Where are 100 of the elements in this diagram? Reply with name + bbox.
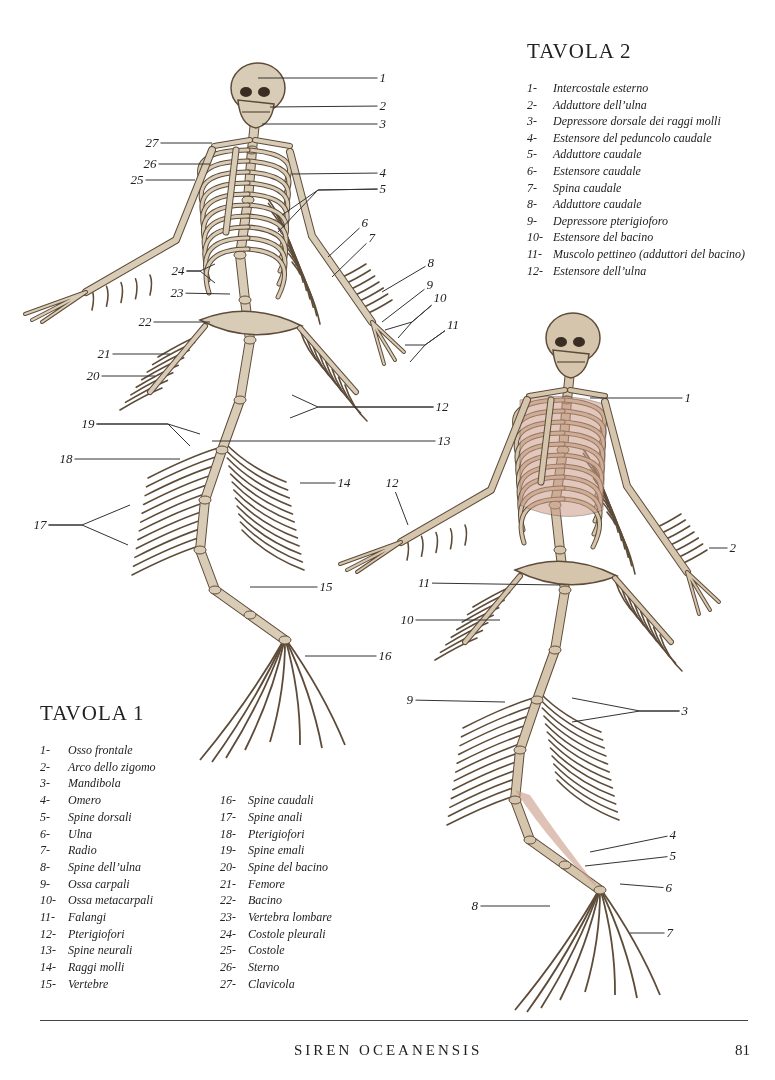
- callout-number: 13: [437, 433, 451, 449]
- list-number: 6-: [40, 826, 50, 842]
- leader-line: [153, 321, 211, 323]
- part-name: Omero: [68, 793, 101, 809]
- callout-number: 7: [666, 925, 673, 941]
- callout-number: 6: [665, 880, 672, 896]
- part-name: Estensore dell’ulna: [553, 263, 647, 279]
- leader-line: [431, 582, 561, 586]
- callout-number: 1: [684, 390, 691, 406]
- callout-number: 27: [145, 135, 159, 151]
- leader-line: [299, 482, 336, 484]
- part-name: Raggi molli: [68, 960, 125, 976]
- list-number: 5-: [40, 809, 50, 825]
- list-number: 19-: [220, 843, 236, 859]
- callout-number: 8: [427, 255, 434, 271]
- part-name: Clavicola: [248, 976, 295, 992]
- leader-line: [415, 699, 506, 703]
- list-number: 15-: [40, 976, 56, 992]
- callout-number: 23: [170, 285, 184, 301]
- leader-line: [331, 242, 367, 278]
- part-name: Depressore pterigioforo: [553, 213, 668, 229]
- plate-heading: TAVOLA 2: [527, 44, 632, 59]
- part-name: Femore: [248, 876, 285, 892]
- list-number: 8-: [40, 859, 50, 875]
- callout-number: 2: [729, 540, 736, 556]
- part-name: Spine del bacino: [248, 859, 328, 875]
- callout-number: 17: [33, 517, 47, 533]
- list-number: 3-: [40, 776, 50, 792]
- list-number: 1-: [527, 81, 537, 96]
- leader-line: [381, 265, 426, 293]
- callout-number: 9: [406, 692, 413, 708]
- callout-number: 15: [319, 579, 333, 595]
- leader-line: [291, 172, 378, 175]
- part-name: Costole: [248, 943, 285, 959]
- callout-number: 12: [435, 399, 449, 415]
- callout-number: 22: [138, 314, 152, 330]
- leader-line: [629, 932, 665, 934]
- part-name: Muscolo pettineo (adduttori del bacino): [553, 247, 745, 262]
- callout-number: 3: [379, 116, 386, 132]
- list-number: 27-: [220, 976, 236, 992]
- part-name: Estensore caudale: [553, 164, 641, 179]
- callout-number: 11: [418, 575, 431, 591]
- leader-line: [158, 163, 211, 165]
- leader-line: [249, 586, 318, 588]
- leader-line: [327, 227, 360, 258]
- leader-line: [211, 440, 436, 442]
- list-number: 17-: [220, 809, 236, 825]
- list-number: 11-: [527, 247, 543, 262]
- leader-line: [589, 835, 668, 853]
- list-number: 23-: [220, 910, 236, 925]
- callout-number: 8: [471, 898, 478, 914]
- part-name: Adduttore caudale: [553, 147, 642, 163]
- list-number: 25-: [220, 943, 236, 959]
- part-name: Spine dell’ulna: [68, 859, 141, 875]
- part-name: Estensore del bacino: [553, 230, 654, 246]
- part-name: Adduttore caudale: [553, 197, 642, 213]
- part-name: Costole pleurali: [248, 926, 326, 942]
- callout-number: 16: [378, 648, 392, 664]
- list-number: 14-: [40, 960, 56, 976]
- part-name: Ossa metacarpali: [68, 893, 153, 909]
- leader-line: [304, 655, 377, 657]
- running-title: SIREN OCEANENSIS: [294, 1043, 483, 1058]
- list-number: 22-: [220, 893, 236, 909]
- list-number: 1-: [40, 743, 50, 758]
- list-number: 9-: [527, 213, 537, 229]
- list-number: 12-: [527, 263, 543, 279]
- leader-line: [48, 524, 129, 546]
- part-name: Spine emali: [248, 843, 305, 859]
- list-number: 4-: [527, 130, 537, 146]
- list-number: 2-: [527, 97, 537, 113]
- part-name: Spina caudale: [553, 180, 622, 196]
- leader-line: [394, 491, 409, 526]
- part-name: Falangi: [68, 910, 106, 925]
- callout-number: 9: [426, 277, 433, 293]
- leader-line: [74, 458, 181, 460]
- leader-line: [480, 905, 551, 907]
- callout-number: 19: [81, 416, 95, 432]
- leader-line: [257, 77, 378, 79]
- leader-line: [584, 856, 668, 867]
- leader-line: [619, 883, 664, 889]
- callout-number: 7: [368, 230, 375, 246]
- leader-line: [96, 423, 191, 447]
- callout-number: 6: [361, 215, 368, 231]
- leader-line: [160, 142, 213, 144]
- list-number: 7-: [40, 843, 50, 859]
- part-name: Vertebra lombare: [248, 910, 332, 925]
- callout-number: 10: [433, 290, 447, 306]
- list-number: 5-: [527, 147, 537, 163]
- callout-number: 12: [385, 475, 399, 491]
- part-name: Ulna: [68, 826, 92, 842]
- part-name: Sterno: [248, 960, 280, 976]
- list-number: 9-: [40, 876, 50, 892]
- leader-line: [289, 406, 434, 419]
- leader-line: [145, 179, 196, 181]
- leader-line: [185, 292, 231, 295]
- callout-number: 11: [447, 317, 460, 333]
- callout-number: 5: [379, 181, 386, 197]
- leader-line: [101, 375, 156, 377]
- list-number: 24-: [220, 926, 236, 942]
- callout-number: 14: [337, 475, 351, 491]
